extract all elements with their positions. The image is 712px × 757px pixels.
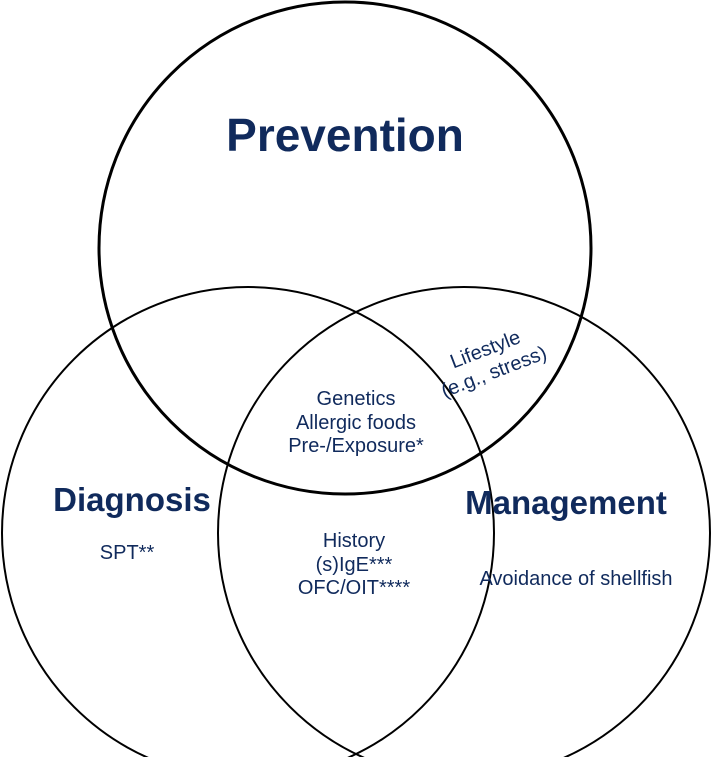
diagnosis-management-text: History (s)IgE*** OFC/OIT**** xyxy=(298,530,410,601)
all-three-item: Genetics xyxy=(316,388,396,410)
management-title: Management xyxy=(465,484,667,521)
diagnosis-management-item: History xyxy=(322,530,386,552)
diagnosis-management-item: OFC/OIT**** xyxy=(297,577,411,600)
diagnosis-management-item: (s)IgE*** xyxy=(315,553,393,576)
management-circle xyxy=(217,286,711,757)
all-three-text: Genetics Allergic foods Pre-/Exposure* xyxy=(288,388,424,459)
management-item: Avoidance of shellfish xyxy=(479,568,673,590)
diagnosis-item: SPT** xyxy=(99,542,155,564)
diagnosis-circle xyxy=(1,286,495,757)
diagnosis-title: Diagnosis xyxy=(53,481,211,518)
management-only-text: Avoidance of shellfish xyxy=(479,568,672,592)
all-three-item: Pre-/Exposure* xyxy=(288,435,424,458)
all-three-item: Allergic foods xyxy=(295,411,417,434)
diagnosis-only-text: SPT** xyxy=(100,542,154,566)
prevention-circle xyxy=(97,0,593,496)
prevention-title: Prevention xyxy=(226,109,464,161)
